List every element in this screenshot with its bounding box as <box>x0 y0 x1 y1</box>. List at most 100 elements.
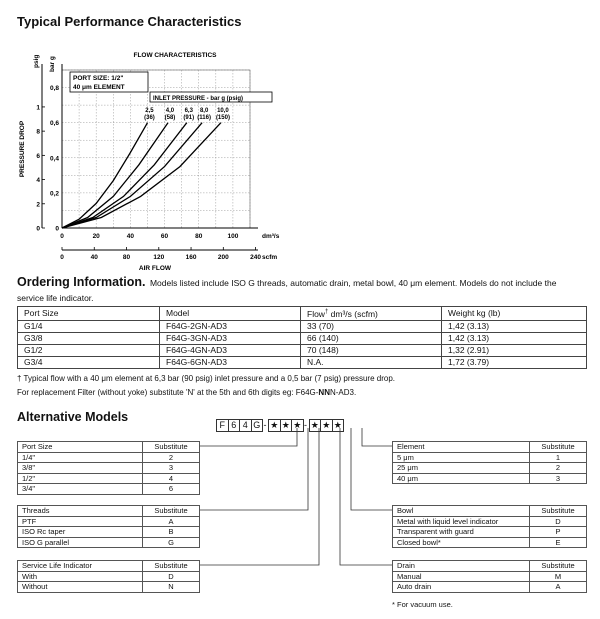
chart-title: FLOW CHARACTERISTICS <box>133 52 217 59</box>
x-axis-label: AIR FLOW <box>139 265 172 272</box>
option-header: Port Size <box>17 441 143 453</box>
alternative-title: Alternative Models <box>17 410 129 424</box>
series-curve <box>61 122 203 229</box>
option-label: Without <box>17 581 143 593</box>
weight-cell: 1,72 (3.79) <box>441 355 587 369</box>
series-sublabel: (91) <box>183 115 194 121</box>
flow-footnote: † Typical flow with a 40 μm element at 6… <box>17 374 395 383</box>
substitute-header: Substitute <box>142 441 200 453</box>
connector-drain <box>339 428 392 566</box>
connector-bowl <box>350 428 392 511</box>
substitute-row: 1/4"2 <box>17 451 200 463</box>
option-label: 40 μm <box>392 472 530 484</box>
substitute-code: 6 <box>142 483 200 495</box>
option-label: Metal with liquid level indicator <box>392 515 530 527</box>
code-character: ★ <box>331 419 344 432</box>
option-label: 3/8" <box>17 462 143 474</box>
ordering-table: Port Size Model Flow† dm³/s (scfm) Weigh… <box>17 306 587 369</box>
series-label: 8,0 <box>200 108 209 114</box>
substitute-code: M <box>529 570 587 582</box>
y-tick-label-psig: 8 <box>36 129 40 136</box>
substitute-header: Substitute <box>142 560 200 572</box>
connector-service <box>200 428 320 566</box>
x-tick-label-dm3s: 20 <box>93 233 101 240</box>
option-header: Element <box>392 441 530 453</box>
series-label: 4,0 <box>166 108 175 114</box>
x-tick-label-dm3s: 0 <box>60 233 64 240</box>
y-tick-label-bar: 0,4 <box>50 155 59 162</box>
replacement-note-b: NN <box>318 388 330 397</box>
x-tick-label-scfm: 0 <box>60 254 64 261</box>
port-size-box <box>69 71 149 93</box>
connector-element <box>361 428 392 447</box>
option-header: Drain <box>392 560 530 572</box>
ordering-intro: Ordering Information. Models listed incl… <box>17 275 587 305</box>
flow-header-units: dm³/s (scfm) <box>328 308 378 319</box>
option-label: Closed bowl* <box>392 536 530 548</box>
y-tick-label-bar: 0 <box>55 226 59 233</box>
ordering-desc: Models listed include ISO G threads, aut… <box>149 278 557 288</box>
y-tick-label-psig: 1 <box>36 104 40 111</box>
x-tick-label-dm3s: 80 <box>195 233 203 240</box>
series-curve <box>61 122 222 229</box>
code-character: G <box>250 419 263 432</box>
substitute-code: A <box>142 515 200 527</box>
series-sublabel: (116) <box>197 115 211 121</box>
option-header: Threads <box>17 505 143 517</box>
option-header: Bowl <box>392 505 530 517</box>
option-label: Auto drain <box>392 581 530 593</box>
option-label: ISO Rc taper <box>17 526 143 538</box>
x-unit-scfm: scfm <box>262 254 277 261</box>
x-tick-label-scfm: 200 <box>218 254 229 261</box>
flow-header-dagger: † <box>324 309 329 315</box>
substitute-code: B <box>142 526 200 538</box>
x-unit-dm3s: dm³/s <box>262 233 280 240</box>
x-tick-label-scfm: 40 <box>91 254 99 261</box>
ordering-desc-2: service life indicator. <box>17 293 94 303</box>
flow-header-label: Flow <box>307 308 325 319</box>
substitute-row: 3/4"6 <box>17 483 200 495</box>
substitute-code: E <box>529 536 587 548</box>
replacement-note-a: For replacement Filter (without yoke) su… <box>17 388 319 397</box>
substitute-header: Substitute <box>529 505 587 517</box>
connector-port-size <box>200 428 298 447</box>
flow-cell: N.A. <box>300 355 442 369</box>
y-unit-psig: psig <box>33 55 40 68</box>
vacuum-note: * For vacuum use. <box>392 600 453 609</box>
series-curve <box>61 122 149 229</box>
option-label: ISO G parallel <box>17 536 143 548</box>
code-separator: - <box>304 420 307 430</box>
substitute-header: Substitute <box>529 560 587 572</box>
substitute-row: Closed bowl*E <box>392 536 587 548</box>
substitute-code: G <box>142 536 200 548</box>
substitute-code: 1 <box>529 451 587 463</box>
y-tick-label-bar: 0,6 <box>50 120 59 127</box>
substitute-code: 3 <box>142 462 200 474</box>
x-tick-label-scfm: 120 <box>153 254 164 261</box>
port-size-cell: G3/4 <box>17 355 160 369</box>
substitute-code: N <box>142 581 200 593</box>
y-tick-label-bar: 0,8 <box>50 85 59 92</box>
substitute-code: 2 <box>529 462 587 474</box>
y-tick-label-psig: 6 <box>36 153 40 160</box>
connector-threads <box>200 428 309 511</box>
y-tick-label-psig: 0 <box>36 226 40 233</box>
